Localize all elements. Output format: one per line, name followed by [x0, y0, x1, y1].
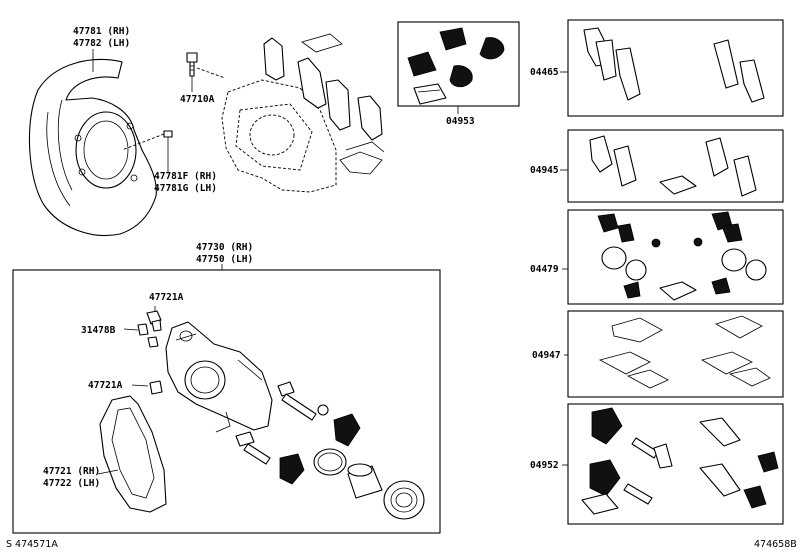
reference-code-left: S 474571A	[6, 539, 58, 550]
pad-kit-box	[567, 19, 784, 117]
seal-kit-box	[397, 21, 520, 107]
cylinder-kit-part-number: 04479	[530, 264, 559, 275]
bleeder-cap-part-number: 31478B	[81, 325, 116, 336]
seal-kit-parts[interactable]	[407, 27, 505, 105]
dust-cover-part-number-rh: 47781 (RH)	[73, 26, 130, 37]
disc-brake-dust-cover[interactable]	[28, 58, 157, 237]
top-bolt[interactable]	[186, 52, 226, 92]
piston[interactable]	[347, 463, 383, 499]
piston-seal[interactable]	[313, 448, 347, 476]
pad-kit-part-number: 04465	[530, 67, 559, 78]
caliper-body[interactable]	[165, 321, 273, 433]
seal-kit-part-number: 04953	[446, 116, 475, 127]
mounting-part-number-lh: 47722 (LH)	[43, 478, 100, 489]
mounting-part-number-rh: 47721 (RH)	[43, 466, 100, 477]
caliper-mounting[interactable]	[99, 395, 167, 513]
slide-pin-boot-lower[interactable]	[279, 453, 305, 485]
bleeder-plug-part-number: 47721A	[149, 292, 184, 303]
mounting-leader	[97, 469, 119, 475]
phantom-caliper-top	[221, 79, 337, 193]
dust-cover-bolt[interactable]	[121, 130, 173, 172]
caliper-assembly-box	[12, 269, 441, 534]
dust-cover-part-number-lh: 47782 (LH)	[73, 38, 130, 49]
slide-pin-lower[interactable]	[235, 431, 271, 465]
slide-pin-upper[interactable]	[277, 381, 329, 421]
fitting-kit-part-number: 04947	[532, 350, 561, 361]
bleeder-plug-lower[interactable]	[131, 380, 163, 395]
slide-kit-part-number: 04952	[530, 460, 559, 471]
dust-cover-bolt-part-number-rh: 47781F (RH)	[154, 171, 217, 182]
bleeder-plug[interactable]	[146, 306, 162, 332]
fitting-kit-box	[567, 310, 784, 398]
caliper-assembly-part-number-lh: 47750 (LH)	[196, 254, 253, 265]
shim-kit-part-number: 04945	[530, 165, 559, 176]
cylinder-kit-box	[567, 209, 784, 305]
top-bolt-part-number: 47710A	[180, 94, 215, 105]
cylinder-kit-parts[interactable]	[597, 211, 767, 301]
reference-code-right: 474658B	[754, 539, 797, 550]
slide-kit-box	[567, 403, 784, 525]
bleeder-plug-lower-part-number: 47721A	[88, 380, 123, 391]
shim-kit-box	[567, 129, 784, 203]
shim-kit-parts[interactable]	[589, 135, 757, 197]
dust-cover-bolt-part-number-lh: 47781G (LH)	[154, 183, 217, 194]
piston-boot[interactable]	[383, 480, 425, 520]
slide-pin-boot-upper[interactable]	[333, 413, 361, 447]
pad-kit-parts[interactable]	[583, 27, 765, 103]
caliper-assembly-part-number-rh: 47730 (RH)	[196, 242, 253, 253]
slide-kit-parts[interactable]	[581, 407, 779, 515]
top-pads-and-shims[interactable]	[263, 33, 385, 175]
bleeder-cap[interactable]	[123, 323, 159, 348]
fitting-kit-parts[interactable]	[598, 315, 771, 389]
